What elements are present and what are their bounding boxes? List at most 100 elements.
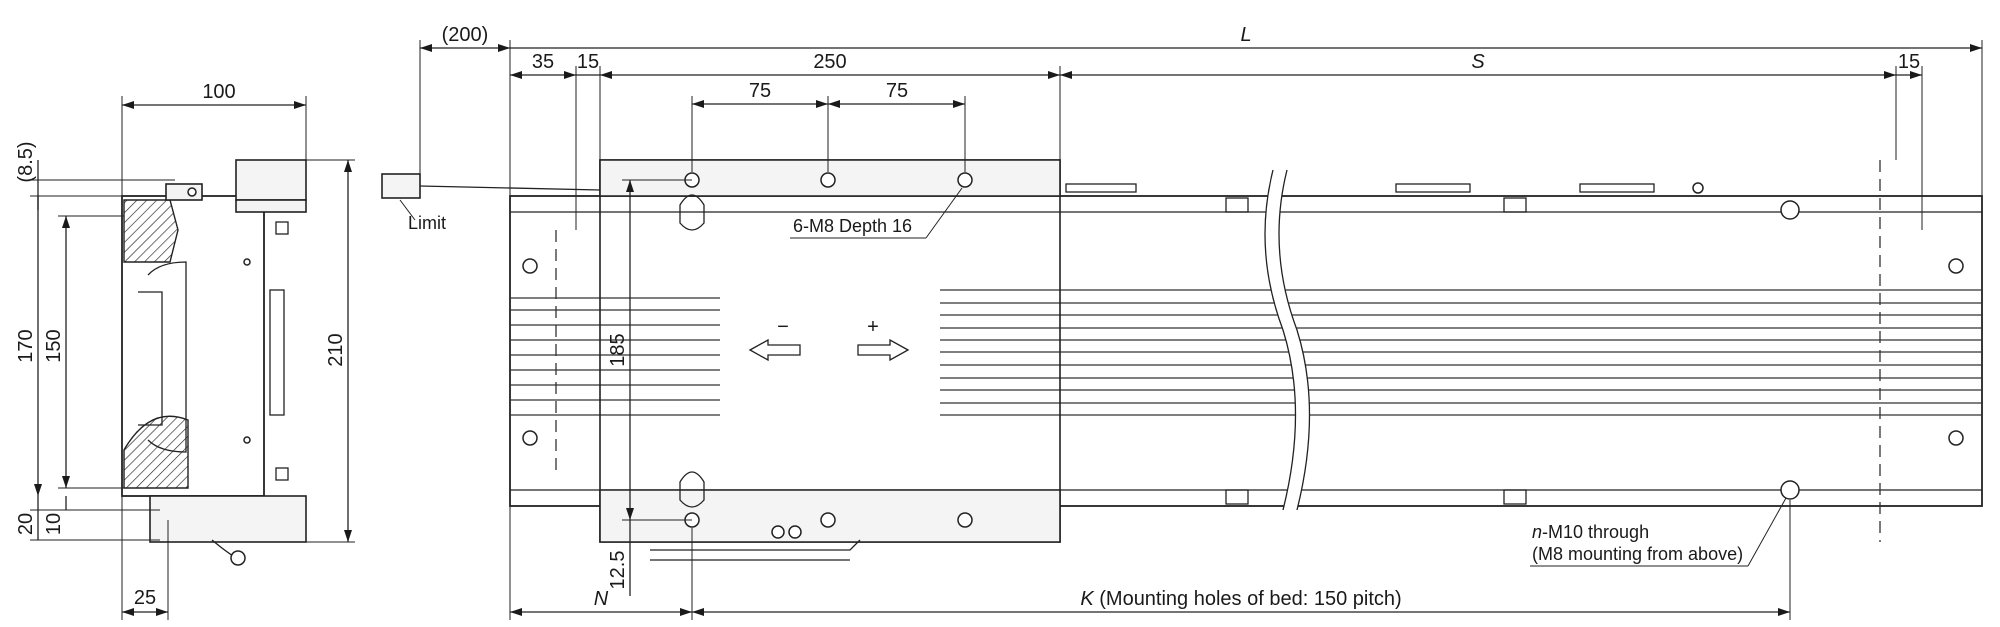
dim-200-label: (200)	[442, 24, 489, 46]
side-bottom-foot	[149, 495, 307, 543]
arrow	[692, 608, 704, 616]
bottom-connector-pin	[771, 525, 785, 539]
top-view: − +	[381, 24, 1983, 620]
table-hole	[820, 512, 836, 528]
limit-connector	[381, 173, 421, 199]
table-hole	[820, 172, 836, 188]
bed-tab	[1225, 197, 1249, 213]
break-line-left	[1264, 169, 1297, 511]
arrow	[1778, 608, 1790, 616]
arrow	[122, 608, 134, 616]
side-screw-1	[243, 258, 251, 266]
arrow	[564, 71, 576, 79]
limit-sensor-icon	[1692, 182, 1704, 194]
side-rail-stop-bottom	[275, 467, 289, 481]
arrow	[34, 484, 42, 496]
bed-tab	[1225, 489, 1249, 505]
arrow	[344, 160, 352, 172]
dim-35-label: 35	[532, 51, 554, 73]
minus-direction-arrow-icon	[748, 338, 801, 362]
arrow	[62, 216, 70, 228]
dim-75-b-label: 75	[886, 80, 908, 102]
dim-10-label: 10	[43, 513, 65, 535]
bed-tab	[1503, 197, 1527, 213]
bed-hole	[522, 430, 538, 446]
bottom-connector-pin	[788, 525, 802, 539]
arrow	[953, 100, 965, 108]
dim-185-label: 185	[607, 333, 629, 366]
bed-hole	[1780, 480, 1800, 500]
arrow	[692, 100, 704, 108]
dim-K-label: K (Mounting holes of bed: 150 pitch)	[1080, 588, 1401, 610]
arrow	[498, 44, 510, 52]
dim-170-label: 170	[15, 329, 37, 362]
dim-25-label: 25	[134, 587, 156, 609]
mount-note-leader	[1747, 497, 1787, 567]
arrow	[122, 101, 134, 109]
arrow	[816, 100, 828, 108]
side-right-rail	[269, 289, 285, 416]
mount-note-rest: -M10 through	[1542, 522, 1649, 542]
arrow	[1048, 71, 1060, 79]
mount-note-line2: (M8 mounting from above)	[1532, 544, 1743, 564]
bed-hole	[1780, 200, 1800, 220]
arrow	[626, 180, 634, 192]
arrow	[828, 100, 840, 108]
bed-hole	[1948, 430, 1964, 446]
dim-8-5-label: (8.5)	[15, 141, 37, 182]
sensor-strip-2	[1395, 183, 1471, 193]
bed-outline	[509, 195, 1983, 507]
dim-L-label: L	[1240, 24, 1251, 46]
plus-direction-arrow-icon	[857, 338, 910, 362]
break-gap	[1265, 168, 1310, 512]
table-hole	[957, 512, 973, 528]
bed-mounting-holes	[522, 197, 1964, 505]
hole-note-leader	[925, 187, 963, 239]
table-hole	[957, 172, 973, 188]
arrow	[344, 530, 352, 542]
arrow	[510, 71, 522, 79]
dim-S-label: S	[1471, 51, 1485, 73]
arrow	[1060, 71, 1072, 79]
arrow	[294, 101, 306, 109]
limit-label: Limit	[408, 213, 446, 233]
arrow	[1970, 44, 1982, 52]
bed-tab	[1503, 489, 1527, 505]
side-rail-stop-top	[275, 221, 289, 235]
bed-hole	[1948, 258, 1964, 274]
dim-75-a-label: 75	[749, 80, 771, 102]
dim-210-label: 210	[325, 333, 347, 366]
mount-note-line1: n-M10 through	[1532, 522, 1649, 542]
dim-100-label: 100	[202, 81, 235, 103]
arrow	[680, 608, 692, 616]
arrow	[62, 476, 70, 488]
dim-15-left-label: 15	[577, 51, 599, 73]
table-slot	[679, 194, 705, 231]
side-top-block	[235, 159, 307, 201]
side-upper-section	[123, 199, 179, 263]
side-bottom-cable-end	[230, 550, 246, 566]
side-top-block-step	[235, 199, 307, 213]
dim-150-label: 150	[43, 329, 65, 362]
minus-sign: −	[777, 316, 789, 338]
break-line-right	[1278, 169, 1311, 511]
bottom-cable-guide	[650, 539, 861, 551]
dim-15-right-label: 15	[1898, 51, 1920, 73]
hole-note-label: 6-M8 Depth 16	[793, 216, 912, 236]
arrow	[156, 608, 168, 616]
dim-20-label: 20	[15, 513, 37, 535]
side-lower-section	[123, 415, 189, 489]
limit-leader	[399, 199, 416, 221]
dim-250-label: 250	[813, 51, 846, 73]
table-slot	[679, 471, 705, 508]
arrow	[600, 71, 612, 79]
side-connector-pin	[187, 187, 197, 197]
dim-12-5-label: 12.5	[607, 551, 629, 590]
arrow	[1910, 71, 1922, 79]
arrow	[510, 608, 522, 616]
dim-N-label: N	[594, 588, 609, 610]
plus-sign: +	[867, 316, 879, 338]
sensor-strip-3	[1579, 183, 1655, 193]
mount-note-n: n	[1532, 522, 1542, 542]
